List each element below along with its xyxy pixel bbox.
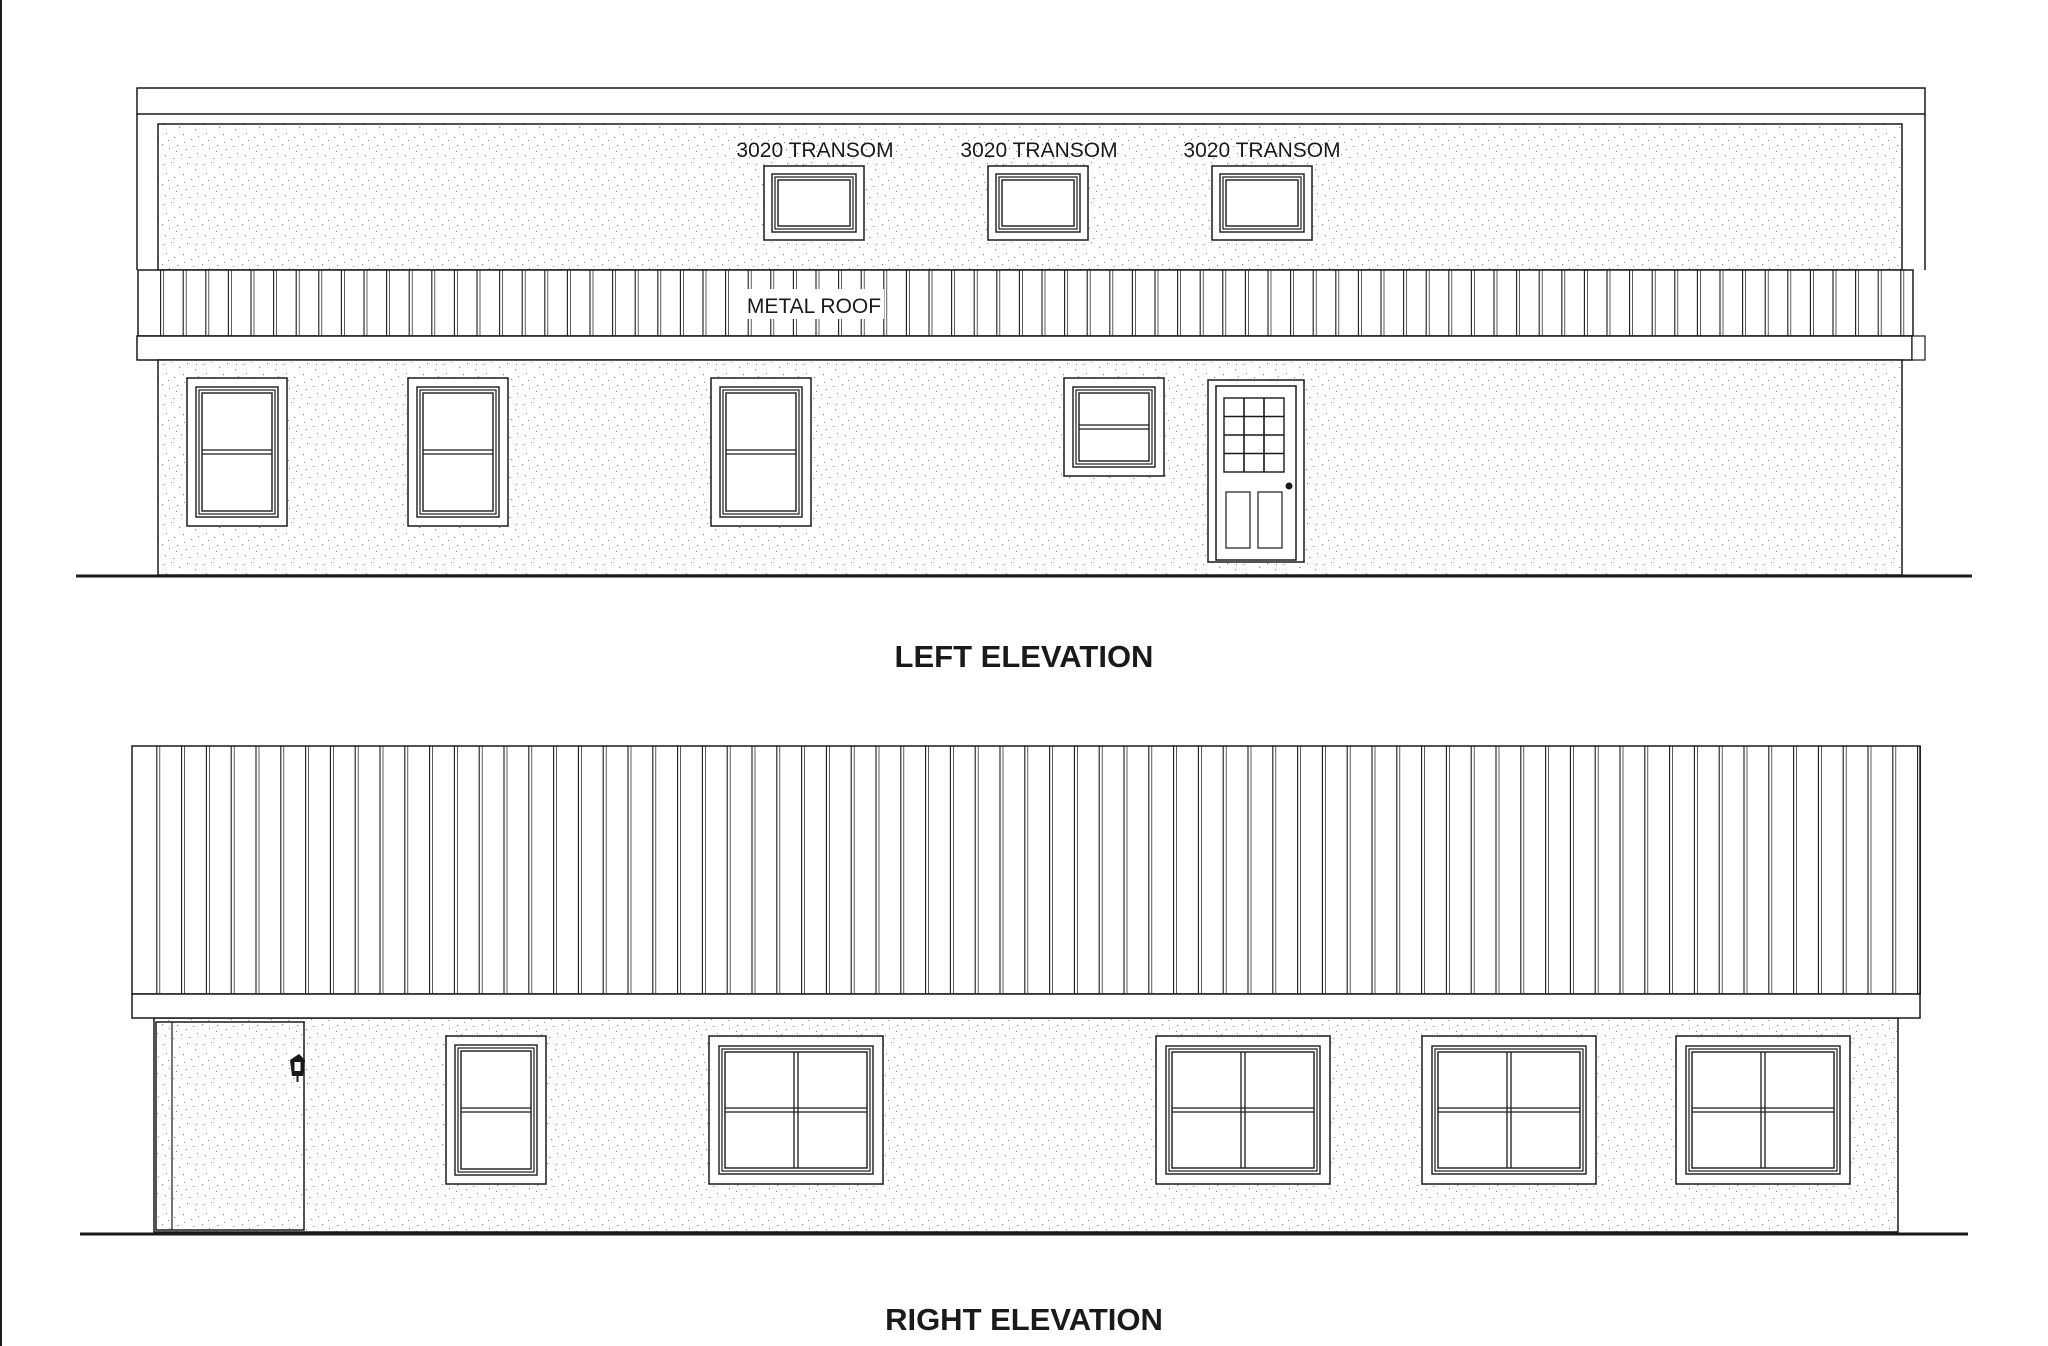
window-frame: [454, 1044, 538, 1176]
window-trim: [1063, 377, 1165, 477]
window-trim: [987, 165, 1089, 241]
window-frame: [457, 1047, 535, 1173]
window-frame: [1075, 389, 1153, 465]
window-trim: [1421, 1035, 1597, 1185]
upper-fascia: [136, 87, 1926, 115]
gutter-end: [1911, 335, 1926, 361]
window-trim: [708, 1035, 884, 1185]
wall: [153, 1017, 1899, 1233]
window-frame: [416, 386, 500, 518]
window-trim: [186, 377, 288, 527]
transom-window: [1211, 165, 1313, 241]
double-hung-window: [1063, 377, 1165, 477]
door-knob: [1285, 482, 1293, 490]
transom-label: 3020 TRANSOM: [736, 139, 893, 162]
window-frame: [1165, 1045, 1321, 1175]
door-trim: [1207, 379, 1305, 563]
door-panel: [1225, 491, 1251, 549]
window-frame: [1431, 1045, 1587, 1175]
window-trim: [1155, 1035, 1331, 1185]
window-glass: [1171, 1051, 1315, 1169]
window-frame: [771, 173, 857, 233]
twin-window: [708, 1035, 884, 1185]
window-glass: [1001, 179, 1075, 227]
window-frame: [195, 386, 279, 518]
twin-window: [1155, 1035, 1331, 1185]
transom-label: 3020 TRANSOM: [1183, 139, 1340, 162]
metal-roof: [137, 269, 1914, 337]
window-frame: [1168, 1048, 1318, 1172]
double-hung-window: [710, 377, 812, 527]
window-frame: [774, 176, 854, 230]
bump-out-wall: [155, 1021, 305, 1231]
wall-lantern-icon: [290, 1054, 305, 1082]
metal-roof: [131, 745, 1921, 995]
entry-door: [1207, 379, 1305, 563]
window-frame: [722, 389, 800, 515]
window-glass: [724, 1051, 868, 1169]
window-frame: [1434, 1048, 1584, 1172]
transom-label: 3020 TRANSOM: [960, 139, 1117, 162]
roof-label-backing: [744, 289, 884, 319]
eave-fascia: [131, 993, 1921, 1019]
window-frame: [721, 1048, 871, 1172]
window-trim: [710, 377, 812, 527]
window-frame: [1685, 1045, 1841, 1175]
window-frame: [1222, 176, 1302, 230]
window-frame: [718, 1045, 874, 1175]
double-hung-window: [407, 377, 509, 527]
window-glass: [460, 1050, 532, 1170]
roof-panel: [137, 269, 1914, 337]
window-glass: [1437, 1051, 1581, 1169]
twin-window: [1675, 1035, 1851, 1185]
left-elevation-title: LEFT ELEVATION: [895, 639, 1154, 674]
window-glass: [1078, 392, 1150, 462]
right-elevation: RIGHT ELEVATION: [80, 745, 1968, 1337]
window-frame: [419, 389, 497, 515]
roof-panel: [131, 745, 1921, 995]
eave-fascia: [136, 335, 1913, 361]
window-glass: [777, 179, 851, 227]
windows: [445, 1035, 1851, 1185]
transom-window: [763, 165, 865, 241]
transom-windows: [763, 165, 1313, 241]
window-frame: [998, 176, 1078, 230]
window-glass: [422, 392, 494, 512]
window-trim: [407, 377, 509, 527]
right-elevation-title: RIGHT ELEVATION: [885, 1302, 1163, 1337]
window-frame: [995, 173, 1081, 233]
door-slab: [1215, 385, 1297, 561]
window-glass: [1225, 179, 1299, 227]
window-glass: [725, 392, 797, 512]
twin-window: [1421, 1035, 1597, 1185]
door-panel: [1257, 491, 1283, 549]
window-frame: [719, 386, 803, 518]
window-trim: [1675, 1035, 1851, 1185]
left-elevation: 3020 TRANSOM 3020 TRANSOM 3020 TRANSOM M…: [76, 87, 1972, 674]
window-trim: [763, 165, 865, 241]
window-trim: [445, 1035, 547, 1185]
double-hung-window: [445, 1035, 547, 1185]
window-trim: [1211, 165, 1313, 241]
window-glass: [201, 392, 273, 512]
transom-window: [987, 165, 1089, 241]
window-frame: [1072, 386, 1156, 468]
window-frame: [198, 389, 276, 515]
lower-windows: [186, 377, 1165, 527]
window-frame: [1688, 1048, 1838, 1172]
roof-label: METAL ROOF: [747, 295, 881, 318]
double-hung-window: [186, 377, 288, 527]
window-glass: [1691, 1051, 1835, 1169]
window-frame: [1219, 173, 1305, 233]
